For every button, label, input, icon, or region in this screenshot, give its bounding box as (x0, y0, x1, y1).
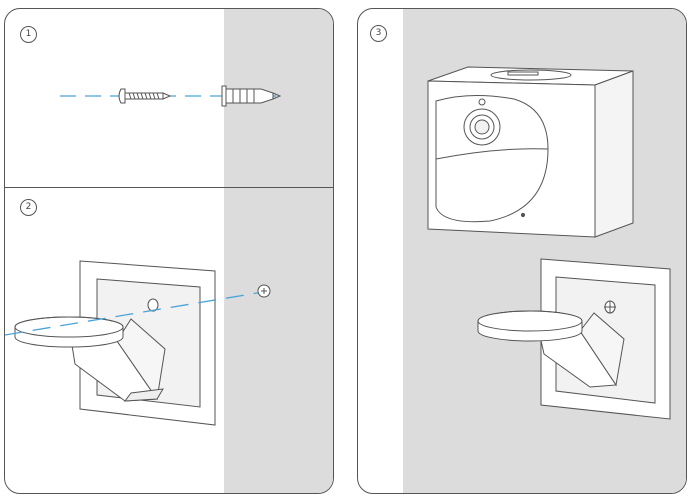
camera-icon (427, 66, 634, 238)
step-1-badge: 1 (20, 26, 37, 43)
step-divider (5, 187, 333, 188)
screw-icon (118, 88, 172, 104)
step-2-guide-line (5, 291, 264, 336)
mount-bracket-icon (477, 258, 671, 420)
step-illustrations-left (5, 85, 283, 426)
screw-head-icon (257, 284, 271, 298)
instruction-panel-right: 3 (357, 8, 687, 494)
instruction-panel-left: 1 2 (4, 8, 334, 494)
step-3-badge: 3 (370, 25, 387, 42)
mount-bracket-icon (14, 260, 216, 426)
step-2-badge: 2 (20, 199, 37, 216)
wall-anchor-icon (221, 85, 282, 107)
step-illustrations-right (427, 66, 671, 420)
